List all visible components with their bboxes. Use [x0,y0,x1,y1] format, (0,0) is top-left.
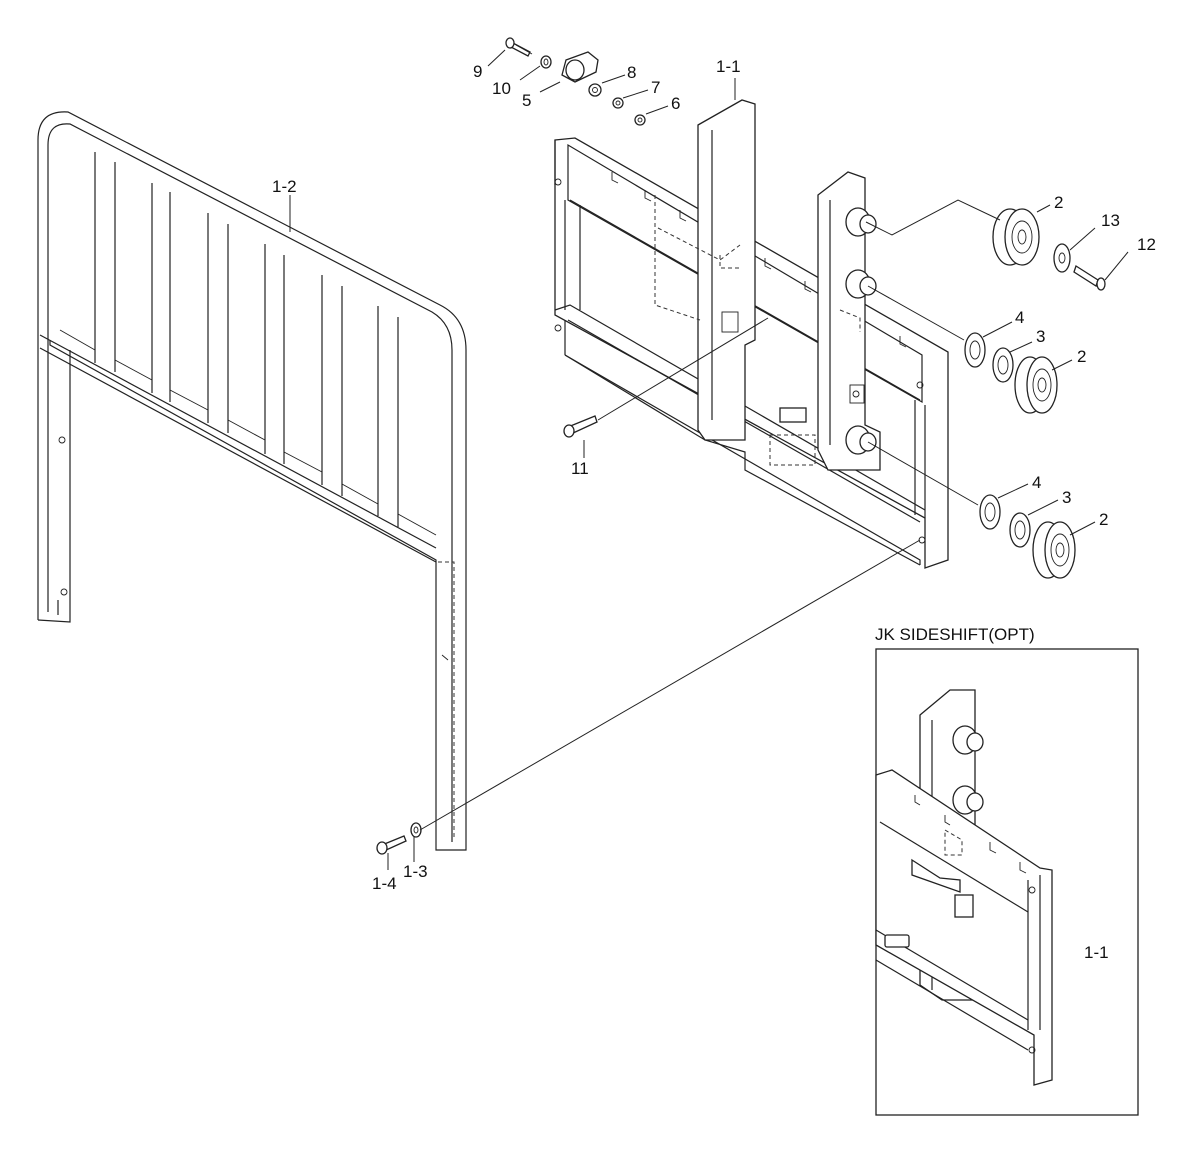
label-4-bottom: 4 [1032,473,1041,492]
label-10: 10 [492,79,511,98]
inset-title: JK SIDESHIFT(OPT) [875,625,1035,644]
label-9: 9 [473,62,482,81]
bolt-1-4-washer-1-3 [376,822,422,855]
carriage-upright-left [654,99,756,441]
label-2-top: 2 [1054,193,1063,212]
label-1-1-top: 1-1 [716,57,741,76]
label-11: 11 [571,459,589,478]
roller-assembly-middle [964,332,1058,414]
label-7: 7 [651,78,660,97]
part-labels: 9 10 5 8 7 6 1-1 1-2 2 13 12 4 3 2 11 4 … [272,57,1156,962]
roller-assembly-top [992,208,1106,291]
leader-lines [289,49,1129,953]
label-2-middle: 2 [1077,347,1086,366]
label-1-4: 1-4 [372,874,397,893]
label-3-bottom: 3 [1062,488,1071,507]
label-1-1-inset: 1-1 [1084,943,1109,962]
carriage-upright-right [817,171,881,471]
label-2-bottom: 2 [1099,510,1108,529]
label-12: 12 [1137,235,1156,254]
top-fasteners [505,37,646,126]
roller-assembly-bottom [979,494,1076,579]
label-3-top: 3 [1036,327,1045,346]
bolt-11 [563,415,598,438]
label-6: 6 [671,94,680,113]
inset-jk-sideshift [875,648,1139,1116]
label-1-3: 1-3 [403,862,428,881]
label-5: 5 [522,91,531,110]
label-13: 13 [1101,211,1120,230]
load-backrest [37,111,467,851]
label-8: 8 [627,63,636,82]
label-4-top: 4 [1015,308,1024,327]
label-1-2: 1-2 [272,177,297,196]
